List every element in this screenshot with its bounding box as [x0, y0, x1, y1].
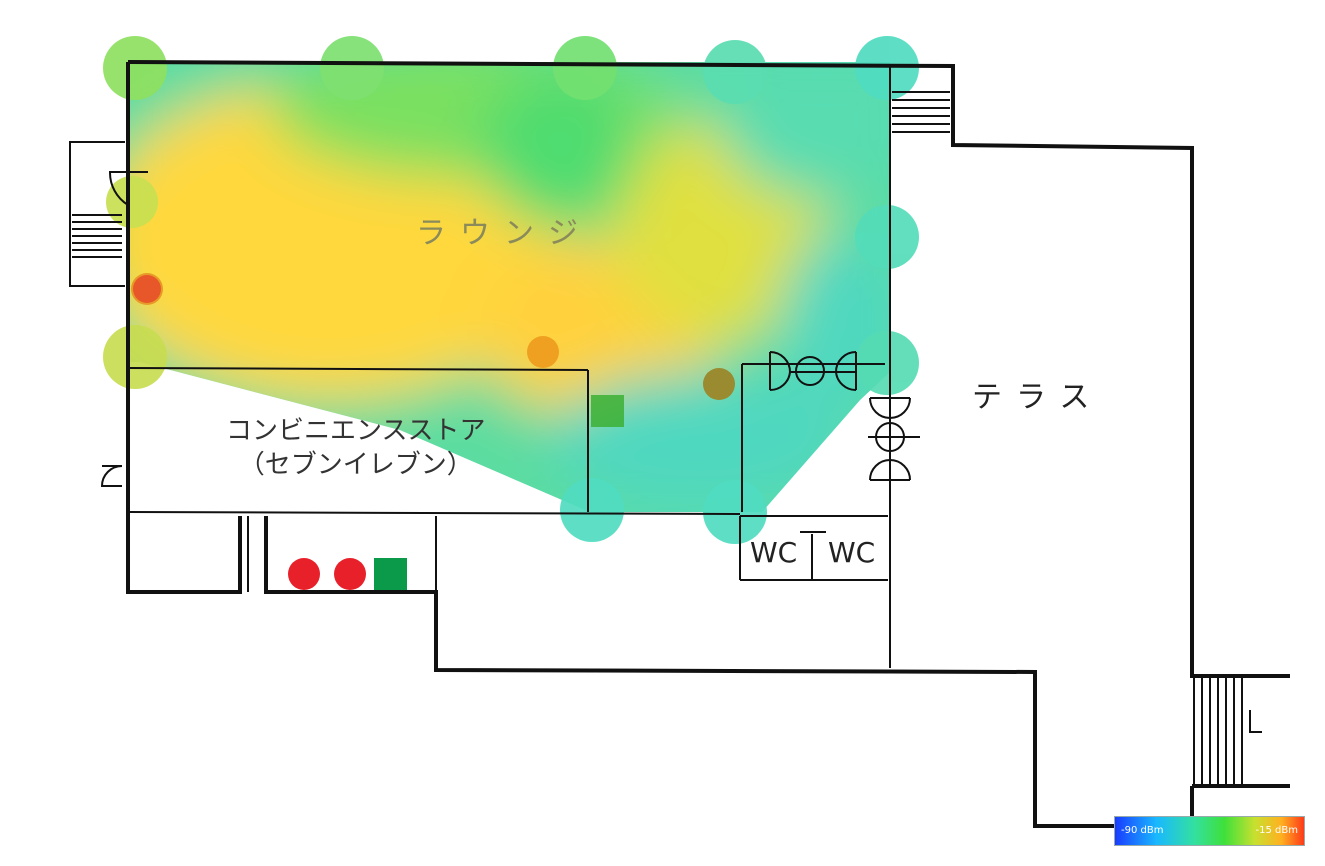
- sensor-marker: [374, 558, 407, 590]
- store-brand: （セブンイレブン）: [238, 450, 473, 480]
- access-point-marker: [334, 558, 366, 590]
- room-label-terrace: テラス: [972, 380, 1104, 415]
- signal-strength-legend: -90 dBm -15 dBm: [1114, 816, 1305, 846]
- room-label-wc-left: WC: [750, 536, 798, 569]
- markers: [133, 275, 624, 590]
- access-point-marker: [133, 275, 161, 303]
- room-label-wc-right: WC: [828, 536, 876, 569]
- sensor-marker: [591, 395, 624, 427]
- room-label-lounge: ラウンジ: [416, 216, 592, 251]
- room-label-store: コンビニエンスストア （セブンイレブン）: [226, 414, 485, 482]
- legend-max-label: -15 dBm: [1255, 825, 1298, 836]
- legend-min-label: -90 dBm: [1121, 825, 1164, 836]
- heatmap-coverage: [103, 36, 919, 544]
- inner-walls: [69, 66, 1262, 784]
- access-point-marker: [288, 558, 320, 590]
- store-name: コンビニエンスストア: [226, 416, 486, 446]
- doors: [100, 171, 920, 487]
